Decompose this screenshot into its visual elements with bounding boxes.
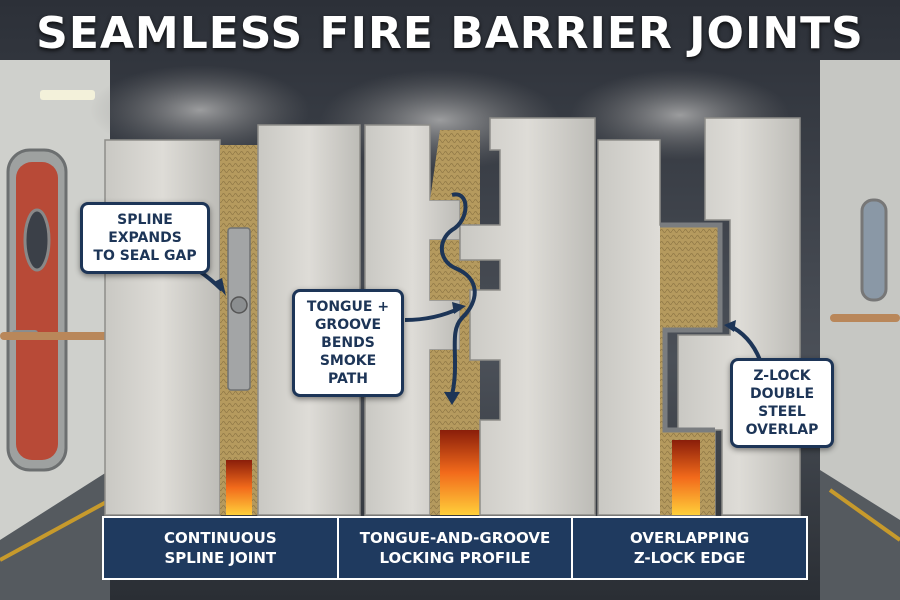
callout-spline-line-1: SPLINE EXPANDS xyxy=(108,212,182,246)
right-floor xyxy=(820,470,900,600)
label-spline-joint: CONTINUOUS SPLINE JOINT xyxy=(104,518,337,578)
label-spline-line-1: CONTINUOUS xyxy=(164,529,277,547)
callout-zlock: Z-LOCK DOUBLE STEEL OVERLAP xyxy=(730,358,834,448)
porthole-window xyxy=(860,198,888,302)
callout-zlock-line-1: Z-LOCK xyxy=(753,368,811,384)
floor-line-right xyxy=(828,488,900,542)
handrail-left xyxy=(0,332,110,340)
left-floor xyxy=(0,470,110,600)
floor-line-left xyxy=(0,498,111,562)
label-zlock-line-1: OVERLAPPING xyxy=(630,529,750,547)
label-zlock-edge: OVERLAPPING Z-LOCK EDGE xyxy=(571,518,807,578)
label-spline-line-2: SPLINE JOINT xyxy=(164,549,277,567)
callout-spline: SPLINE EXPANDS TO SEAL GAP xyxy=(80,202,210,274)
callout-zlock-line-2: DOUBLE STEEL xyxy=(749,386,815,420)
label-tongue-groove: TONGUE-AND-GROOVE LOCKING PROFILE xyxy=(336,518,572,578)
page-title: SEAMLESS FIRE BARRIER JOINTS xyxy=(36,8,864,59)
handrail-right xyxy=(830,314,900,322)
right-wall xyxy=(820,60,900,540)
callout-zlock-line-3: OVERLAP xyxy=(745,422,819,438)
label-tongue-line-2: LOCKING PROFILE xyxy=(379,549,531,567)
callout-tongue-line-2: GROOVE BENDS xyxy=(314,317,382,351)
label-zlock-line-2: Z-LOCK EDGE xyxy=(633,549,746,567)
callout-tongue-line-1: TONGUE + xyxy=(306,299,390,315)
callout-tongue-groove: TONGUE + GROOVE BENDS SMOKE PATH xyxy=(292,289,404,397)
ceiling-light xyxy=(40,90,95,100)
ship-door xyxy=(6,148,68,472)
joint-label-bar: CONTINUOUS SPLINE JOINT TONGUE-AND-GROOV… xyxy=(102,516,808,580)
callout-tongue-line-3: SMOKE PATH xyxy=(319,353,377,387)
callout-spline-line-2: TO SEAL GAP xyxy=(93,248,197,264)
label-tongue-line-1: TONGUE-AND-GROOVE xyxy=(359,529,551,547)
